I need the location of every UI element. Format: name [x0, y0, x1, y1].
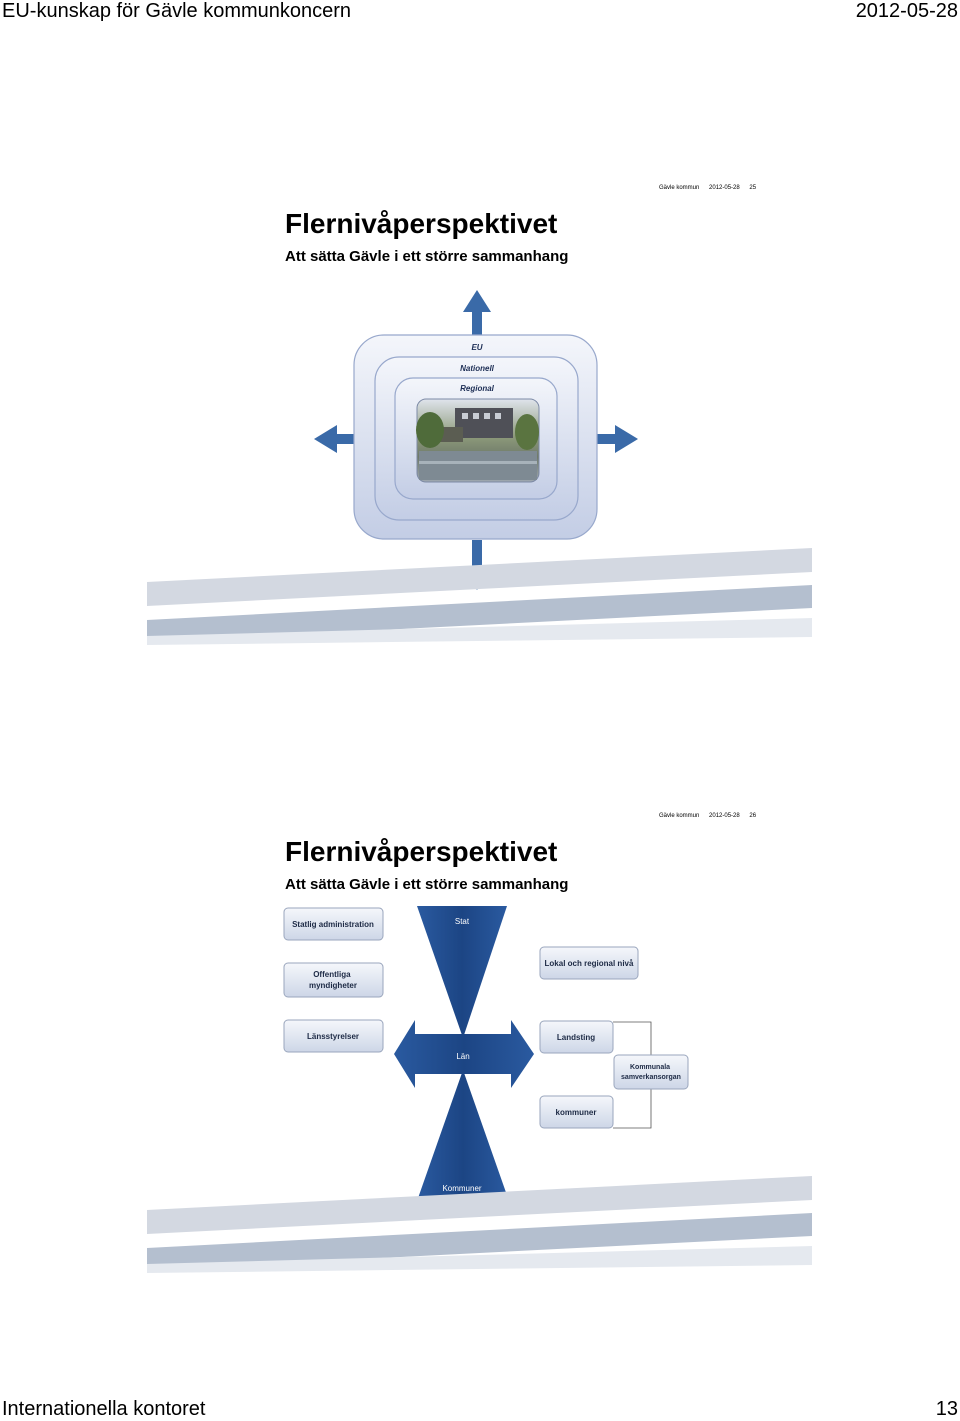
box-kommuner: [539, 1095, 614, 1129]
box-label: myndigheter: [309, 981, 357, 990]
double-arrow: [394, 1020, 534, 1088]
box-lokal-och-regional-niva: [539, 946, 639, 980]
footer-department: Internationella kontoret: [2, 1398, 206, 1420]
decorative-stripes: [147, 1176, 812, 1273]
box-label: samverkansorgan: [621, 1074, 681, 1081]
box-label: Offentliga: [313, 970, 351, 979]
box-label: kommuner: [556, 1108, 597, 1117]
decorative-stripes: [147, 548, 812, 645]
box-kommunala-samverkansorgan: [613, 1054, 689, 1090]
footer-page-number: 13: [935, 1398, 958, 1420]
arrow-right-icon: [595, 425, 638, 453]
box-label: Länsstyrelser: [307, 1032, 359, 1041]
gavle-photo: [416, 398, 540, 483]
slide-org: Gävle kommun: [659, 185, 700, 191]
center-label-lan: Län: [456, 1052, 469, 1061]
slide-title: Flernivåperspektivet: [285, 208, 558, 239]
svg-text:Kommunala samverkansorga: Kommunala samverkansorgan: [621, 1064, 681, 1081]
slide-26: Gävle kommun 2012-05-28 26 Flernivåpersp…: [147, 808, 812, 1278]
center-label-stat: Stat: [455, 917, 470, 926]
bottom-funnel: [417, 1070, 509, 1201]
box-landsting: [539, 1020, 614, 1054]
top-funnel: [417, 906, 507, 1038]
slide-subtitle: Att sätta Gävle i ett större sammanhang: [285, 876, 569, 893]
hierarchy-diagram: Stat Län Kommuner Statlig administration…: [147, 906, 812, 1273]
slide-title: Flernivåperspektivet: [285, 836, 558, 867]
slide-date: 2012-05-28: [709, 185, 740, 191]
center-label-kommuner: Kommuner: [442, 1184, 481, 1193]
box-label: Kommunala: [630, 1064, 670, 1071]
slide-meta: Gävle kommun 2012-05-28 25: [659, 185, 764, 191]
slide-number: 25: [749, 185, 757, 191]
slide-subtitle: Att sätta Gävle i ett större sammanhang: [285, 248, 569, 265]
level-label: Nationell: [460, 364, 495, 373]
connector-lines: [613, 1021, 652, 1129]
svg-text:Offentliga myndigheter: Offentliga myndigheter: [309, 970, 357, 990]
slide-org: Gävle kommun: [659, 813, 700, 819]
box-label: Landsting: [557, 1033, 595, 1042]
box-offentliga-myndigheter: [283, 962, 384, 998]
box-statlig-administration: [283, 907, 384, 941]
header-date: 2012-05-28: [855, 0, 958, 22]
level-label: Regional: [460, 384, 495, 393]
header-title: EU-kunskap för Gävle kommunkoncern: [2, 0, 352, 22]
level-label: EU: [471, 343, 482, 352]
box-label: Statlig administration: [292, 920, 374, 929]
box-label: Lokal och regional nivå: [545, 959, 634, 968]
arrow-left-icon: [314, 425, 362, 453]
slide-number: 26: [749, 813, 757, 819]
box-lansstyrelser: [283, 1019, 384, 1053]
slide-date: 2012-05-28: [709, 813, 740, 819]
slide-25: Gävle kommun 2012-05-28 25 Flernivåpersp…: [147, 180, 812, 650]
slide-meta: Gävle kommun 2012-05-28 26: [659, 813, 764, 819]
multilevel-diagram: EU Nationell Regional: [147, 290, 812, 645]
arrow-up-icon: [463, 290, 491, 350]
